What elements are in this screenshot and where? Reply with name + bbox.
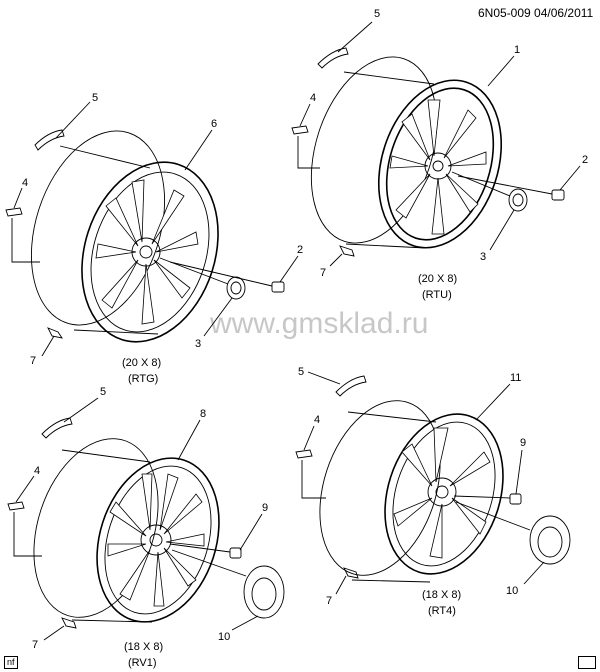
tpms-valve (343, 567, 359, 579)
balance-weight (41, 417, 73, 439)
wheel-code: (RTG) (128, 373, 158, 385)
diagram-reference: 6N05-009 04/06/2011 (478, 6, 594, 20)
wheel-rtg: 5 4 6 2 7 3 (20 X 8) (RTG) (5, 92, 303, 385)
wheel-size: (18 X 8) (124, 641, 163, 653)
callout-4: 4 (310, 92, 316, 104)
wheel-face (96, 457, 220, 623)
callout-7: 7 (30, 355, 36, 367)
wheel-code: (RV1) (128, 657, 157, 669)
callout-4: 4 (314, 414, 320, 426)
wheel-spokes (393, 427, 491, 559)
adhesive-weight (7, 501, 25, 511)
callout-5: 5 (92, 92, 98, 104)
callout-11: 11 (510, 372, 521, 384)
wheel-spokes (107, 473, 205, 607)
callout-7: 7 (320, 267, 326, 279)
watermark: www.gmsklad.ru (209, 307, 428, 340)
callout-5: 5 (100, 386, 106, 398)
callout-5: 5 (374, 8, 380, 20)
wheel-face (377, 79, 503, 249)
wheel-size: (20 X 8) (418, 273, 457, 285)
callout-6: 6 (211, 118, 217, 130)
balance-weight (34, 129, 65, 151)
balance-weight (317, 47, 349, 69)
lug-nut (509, 493, 522, 505)
corner-tag-left: nf (4, 656, 18, 669)
lug-nut (551, 189, 565, 201)
center-cap (529, 515, 571, 565)
center-cap (243, 565, 285, 619)
wheel-face (384, 413, 504, 575)
wheel-spokes (389, 99, 487, 235)
balance-weight (335, 375, 367, 397)
callout-5: 5 (298, 366, 304, 378)
lug-nut (229, 547, 242, 559)
center-cap (508, 188, 528, 212)
wheel-code: (RT4) (428, 605, 456, 617)
wheel-size: (20 X 8) (122, 357, 161, 369)
callout-4: 4 (22, 177, 28, 189)
tpms-valve (339, 245, 355, 257)
callout-7: 7 (32, 639, 38, 651)
corner-tag-right (578, 656, 596, 669)
callout-9: 9 (520, 437, 526, 449)
wheel-rtu: 5 1 4 2 7 3 (20 X 8) (RTU) (291, 8, 588, 301)
callout-2: 2 (297, 244, 303, 256)
wheel-spokes (95, 179, 199, 325)
adhesive-weight (5, 207, 23, 217)
callout-3: 3 (480, 251, 486, 263)
callout-1: 1 (514, 44, 520, 56)
callout-3: 3 (195, 338, 201, 350)
wheel-rt4: 5 11 4 9 7 10 (18 X 8) (RT4) (295, 366, 571, 617)
callout-10: 10 (218, 631, 230, 643)
callout-2: 2 (582, 154, 588, 166)
center-cap (226, 276, 246, 300)
tpms-valve (61, 617, 77, 629)
callout-7: 7 (326, 595, 332, 607)
adhesive-weight (295, 449, 313, 459)
tpms-valve (47, 327, 63, 339)
callout-4: 4 (34, 465, 40, 477)
callout-10: 10 (506, 585, 518, 597)
wheel-size: (18 X 8) (422, 589, 461, 601)
lug-nut (271, 281, 285, 293)
callout-8: 8 (200, 408, 206, 420)
wheel-rv1: 5 8 4 9 7 10 (18 X 8) (RV1) (7, 386, 285, 669)
adhesive-weight (291, 125, 309, 135)
callout-9: 9 (262, 502, 268, 514)
wheel-code: (RTU) (422, 289, 452, 301)
